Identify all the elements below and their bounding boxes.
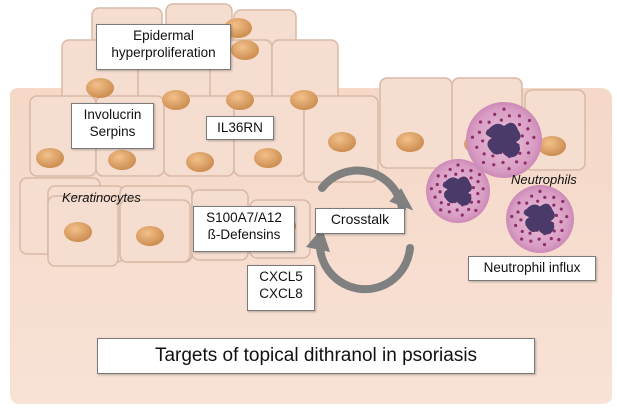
defensins-line: ß-Defensins bbox=[207, 227, 281, 242]
s100-defensins-label: S100A7/A12 ß-Defensins bbox=[193, 206, 295, 252]
keratinocyte-nucleus bbox=[231, 40, 259, 60]
cxcl8-line: CXCL8 bbox=[259, 286, 303, 301]
diagram-title: Targets of topical dithranol in psoriasi… bbox=[97, 338, 535, 374]
neutrophils bbox=[426, 102, 574, 253]
keratinocytes-label: Keratinocytes bbox=[62, 190, 141, 205]
neutrophil-icon bbox=[466, 102, 542, 178]
neutrophil-icon bbox=[426, 159, 490, 223]
keratinocyte-nucleus bbox=[226, 90, 254, 110]
neutrophil-influx-text: Neutrophil influx bbox=[483, 260, 581, 275]
neutrophil-icon bbox=[506, 185, 574, 253]
crosstalk-label: Crosstalk bbox=[315, 208, 405, 234]
keratinocyte-nucleus bbox=[64, 222, 92, 242]
keratinocyte-nucleus bbox=[186, 152, 214, 172]
il36rn-label: IL36RN bbox=[206, 116, 274, 140]
keratinocyte-nucleus bbox=[86, 78, 114, 98]
keratinocyte-nucleus bbox=[36, 148, 64, 168]
keratinocyte-cells bbox=[19, 3, 586, 267]
keratinocyte-nucleus bbox=[290, 90, 318, 110]
keratinocyte-nucleus bbox=[136, 226, 164, 246]
cxcl5-line: CXCL5 bbox=[259, 269, 303, 284]
neutrophils-label: Neutrophils bbox=[511, 172, 577, 187]
serpins-line: Serpins bbox=[89, 124, 136, 139]
involucrin-serpins-label: Involucrin Serpins bbox=[71, 103, 154, 149]
neutrophil-influx-label: Neutrophil influx bbox=[468, 256, 596, 281]
epidermal-line2: hyperproliferation bbox=[111, 45, 216, 60]
keratinocyte-nucleus bbox=[538, 136, 566, 156]
keratinocyte-nucleus bbox=[396, 132, 424, 152]
epidermal-line1: Epidermal bbox=[133, 28, 194, 43]
s100-line: S100A7/A12 bbox=[206, 210, 282, 225]
epidermal-hyperproliferation-label: Epidermal hyperproliferation bbox=[96, 24, 231, 70]
crosstalk-cycle-arrow-icon bbox=[306, 166, 414, 294]
involucrin-line: Involucrin bbox=[83, 107, 142, 122]
keratinocyte-cell-icon bbox=[379, 77, 453, 169]
keratinocyte-nucleus bbox=[328, 132, 356, 152]
il36rn-text: IL36RN bbox=[217, 120, 263, 135]
keratinocyte-nucleus bbox=[224, 18, 252, 38]
keratinocyte-nucleus bbox=[162, 90, 190, 110]
keratinocyte-nucleus bbox=[254, 148, 282, 168]
keratinocyte-nucleus bbox=[108, 150, 136, 170]
crosstalk-text: Crosstalk bbox=[330, 211, 390, 227]
cxcl-label: CXCL5 CXCL8 bbox=[247, 265, 315, 311]
